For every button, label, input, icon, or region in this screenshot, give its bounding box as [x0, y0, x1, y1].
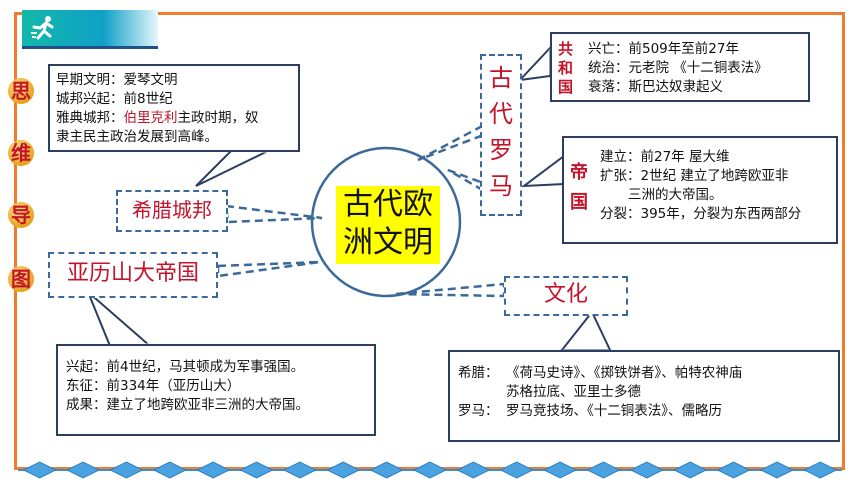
alexander-callout-tail: [87, 291, 153, 347]
diamond-mark: [716, 461, 751, 479]
diamond-mark: [759, 461, 795, 479]
greece-label: 希腊城邦: [116, 190, 228, 232]
diamond-mark: [629, 461, 664, 479]
empire-detail-box: 帝 国 建立：前27年 屋大维 扩张：2世纪 建立了地跨欧亚非 三洲的大帝国。 …: [562, 136, 838, 244]
diamond-mark: [499, 461, 534, 479]
diamond-mark: [673, 461, 708, 479]
greece-line: 早期文明：爱琴文明: [56, 72, 178, 88]
republic-line: 衰落：斯巴达奴隶起义: [588, 79, 723, 95]
alexander-line: 东征：前334年（亚历山大）: [66, 378, 241, 394]
republic-detail-box: 共 和 国 兴亡：前509年至前27年 统治：元老院 《十二铜表法》 衰落：斯巴…: [550, 32, 810, 102]
side-title-char: 导: [8, 202, 34, 228]
connector-rome: [417, 121, 488, 162]
side-title-char: 维: [8, 140, 34, 166]
diamond-mark: [282, 461, 318, 479]
center-title-line1: 古代欧: [343, 187, 433, 222]
culture-greece: 希腊： 《荷马史诗》、《掷铁饼者》、帕特农神庙 苏格拉底、亚里士多德: [458, 365, 743, 400]
empire-callout-tail: [520, 154, 565, 188]
republic-line: 兴亡：前509年至前27年: [588, 41, 739, 57]
connector-greece: [224, 204, 323, 224]
empire-line: 分裂：395年，分裂为东西两部分: [600, 206, 802, 222]
running-person-icon: [31, 16, 54, 40]
culture-label: 文化: [504, 276, 628, 316]
republic-line: 统治：元老院 《十二铜表法》: [588, 60, 768, 76]
republic-label: 共 和 国: [558, 40, 574, 96]
bottom-diamond-border: [18, 461, 842, 479]
culture-line: 苏格拉底、亚里士多德: [506, 384, 641, 400]
diamond-mark: [369, 461, 404, 479]
diamond-mark: [412, 461, 448, 479]
greece-line: 隶主民主政治发展到高峰。: [56, 129, 218, 145]
diamond-mark: [586, 461, 621, 479]
diamond-mark: [456, 461, 491, 479]
greece-line: 城邦兴起：前8世纪: [56, 91, 173, 107]
diamond-mark: [22, 461, 57, 479]
pericles-name: 伯里克利: [123, 110, 178, 126]
greece-detail-box: 早期文明：爱琴文明 城邦兴起：前8世纪 雅典城邦：伯里克利主政时期，奴 隶主民主…: [48, 64, 300, 152]
diamond-mark: [196, 461, 231, 479]
empire-line: 建立：前27年 屋大维: [600, 149, 730, 165]
diamond-mark: [542, 461, 578, 479]
alexander-line: 兴起：前4世纪，马其顿成为军事强国。: [66, 359, 305, 375]
rome-label: 古 代 罗 马: [480, 54, 522, 216]
connector-alexander: [216, 260, 321, 278]
greece-callout-tail: [195, 149, 271, 187]
republic-callout-tail: [517, 45, 551, 82]
diamond-mark: [326, 461, 361, 479]
alexander-label: 亚历山大帝国: [48, 252, 218, 298]
culture-detail-box: 希腊： 《荷马史诗》、《掷铁饼者》、帕特农神庙 苏格拉底、亚里士多德 罗马： 罗…: [448, 350, 840, 442]
culture-line: 《荷马史诗》、《掷铁饼者》、帕特农神庙: [506, 365, 743, 381]
side-title-char: 图: [8, 266, 34, 292]
center-node: 古代欧 洲文明: [336, 186, 440, 264]
greece-line: 雅典城邦：伯里克利主政时期，奴: [56, 110, 259, 126]
side-title-char: 思: [8, 78, 34, 104]
empire-line: 三洲的大帝国。: [628, 187, 723, 203]
diamond-mark: [239, 461, 274, 479]
center-title-line2: 洲文明: [343, 225, 433, 260]
header-banner: [22, 10, 158, 49]
alexander-line: 成果：建立了地跨欧亚非三洲的大帝国。: [66, 397, 309, 413]
diamond-mark: [803, 461, 838, 479]
connector-culture: [395, 282, 506, 298]
diamond-mark: [152, 461, 187, 479]
culture-line: 罗马竞技场、《十二铜表法》、儒略历: [506, 403, 722, 419]
culture-rome: 罗马： 罗马竞技场、《十二铜表法》、儒略历: [458, 403, 722, 419]
diamond-mark: [65, 461, 101, 479]
culture-callout-tail: [559, 310, 612, 351]
alexander-detail-box: 兴起：前4世纪，马其顿成为军事强国。 东征：前334年（亚历山大） 成果：建立了…: [56, 344, 376, 436]
diamond-mark: [109, 461, 144, 479]
empire-label: 帝 国: [570, 162, 588, 213]
empire-line: 扩张：2世纪 建立了地跨欧亚非: [600, 168, 789, 184]
